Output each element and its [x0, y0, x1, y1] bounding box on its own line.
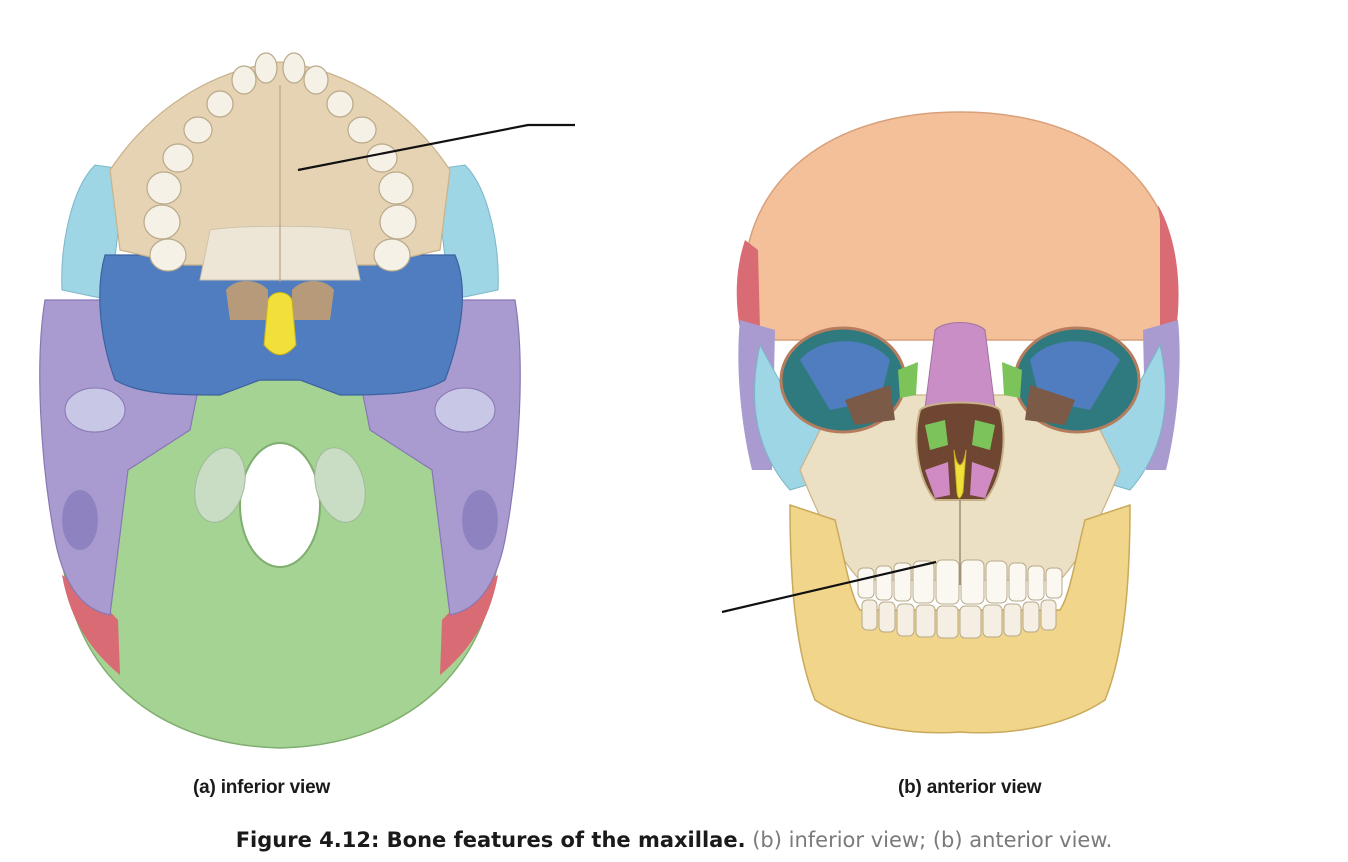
inferior-view-skull [39, 52, 575, 749]
nasal-bone [924, 322, 996, 409]
leader-line-a [297, 123, 575, 172]
choana-left [226, 281, 268, 320]
mandibular-fossa-left [64, 387, 126, 433]
caption-title: Figure 4.12: Bone features of the maxill… [235, 828, 746, 852]
orbit-floor-left [845, 385, 895, 425]
vomer-anterior [953, 449, 967, 499]
ethmoid-right [1002, 362, 1022, 398]
parietal-side-right [1158, 205, 1179, 330]
inferior-conchae [925, 462, 995, 498]
panel-label-inferior: (a) inferior view [193, 777, 331, 798]
choana-right [292, 281, 334, 320]
ethmoid-left [898, 362, 918, 398]
figure-caption: Figure 4.12: Bone features of the maxill… [0, 828, 1348, 852]
anterior-view-skull [721, 111, 1180, 734]
basilar-occipital [250, 383, 310, 440]
mandibular-fossa-right [434, 387, 496, 433]
nasal-conchae [925, 420, 995, 450]
parietal-side-left [736, 240, 760, 330]
parietal-bone-left [62, 575, 120, 675]
caption-text: (b) inferior view; (b) anterior view. [745, 828, 1113, 852]
vomer [263, 292, 297, 356]
lower-teeth-anterior [861, 599, 1057, 639]
panel-label-anterior: (b) anterior view [898, 777, 1042, 798]
leader-line-b [721, 560, 937, 614]
parietal-bone-right [440, 575, 498, 675]
orbit-floor-right [1025, 385, 1075, 425]
mastoid-process-left [62, 490, 98, 550]
upper-teeth-anterior [857, 559, 1063, 605]
mastoid-process-right [462, 490, 498, 550]
foramen-magnum [239, 442, 321, 568]
occipital-condyle-right [314, 447, 366, 523]
frontal-bone [743, 111, 1177, 341]
occipital-condyle-left [194, 447, 246, 523]
